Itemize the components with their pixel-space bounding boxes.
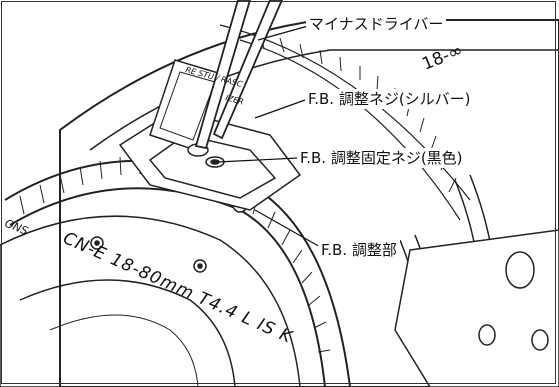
screwdriver-drawing	[194, 0, 283, 150]
front-element-inner-ring	[49, 314, 199, 387]
front-lens-face	[0, 215, 301, 387]
front-knurled-ring	[4, 159, 351, 387]
lens-brand-partial: ONS	[3, 217, 30, 238]
lens-model-marking: CN-E 18-80mm T4.4 L IS K	[60, 228, 296, 348]
callout-fb-adjust-screw-silver: F.B. 調整ネジ(シルバー)	[305, 89, 474, 109]
front-element-ring	[19, 279, 236, 387]
lens-mount-bracket	[394, 229, 559, 387]
focal-scale-marking: 18-∞	[419, 40, 465, 74]
mount-bracket-holes	[478, 251, 549, 351]
callout-fb-adjust-section: F.B. 調整部	[318, 240, 400, 260]
callout-flathead-screwdriver: マイナスドライバー	[306, 14, 447, 34]
callout-leader-lines	[217, 25, 323, 249]
callout-fb-lock-screw-black: F.B. 調整固定ネジ(黒色)	[297, 148, 466, 168]
